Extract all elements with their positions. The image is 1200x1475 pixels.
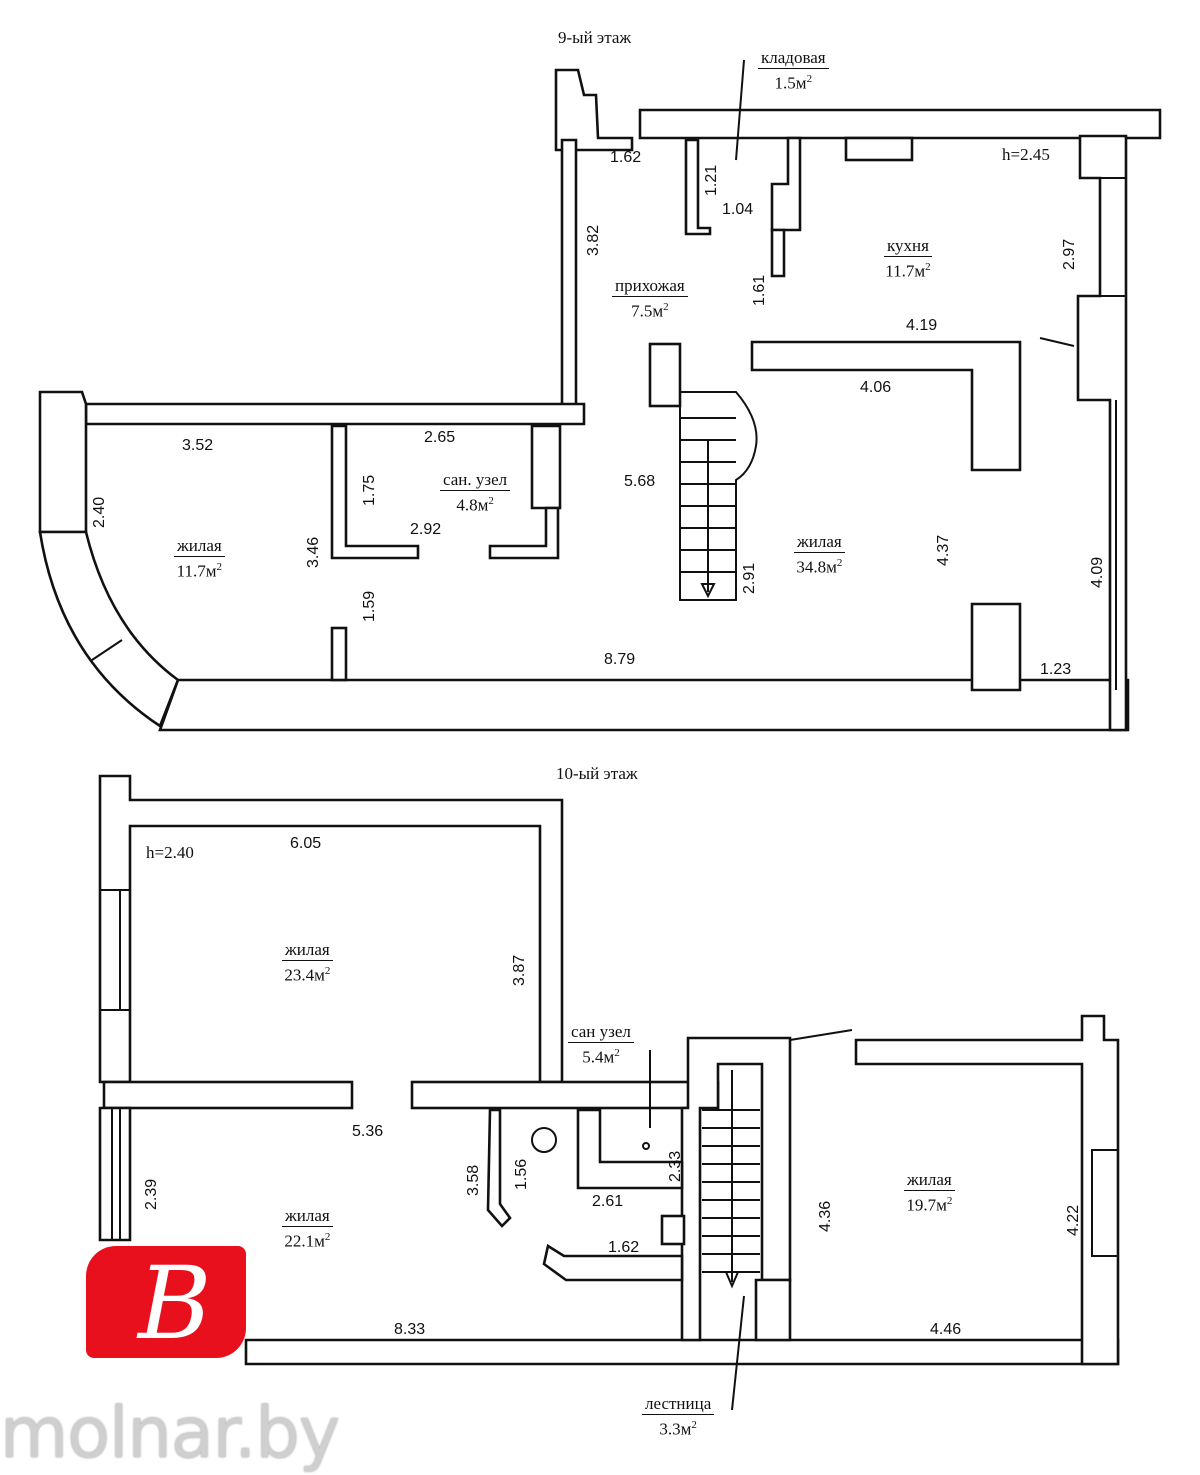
dim-10-5: 1.56 (513, 1158, 530, 1190)
dim-9-21: 1.23 (1040, 661, 1072, 678)
dim-10-3: 5.36 (352, 1123, 384, 1140)
dim-9-17: 2.91 (741, 562, 758, 594)
floor-9-title: 9-ый этаж (558, 28, 632, 47)
room-living-10-top: жилая 23.4м2 (282, 940, 333, 985)
room-living-10-right: жилая 19.7м2 (904, 1170, 955, 1215)
dim-9-12: 2.40 (91, 496, 108, 528)
dim-9-9: 3.52 (182, 437, 214, 454)
dim-10-11: 4.22 (1065, 1204, 1082, 1236)
dim-9-3: 1.04 (722, 201, 754, 218)
room-storage: кладовая 1.5м2 (758, 48, 829, 93)
room-hallway: прихожая 7.5м2 (612, 276, 688, 321)
dim-10-6: 2.33 (667, 1150, 684, 1182)
dim-9-8: 4.06 (860, 379, 892, 396)
dim-9-2: 1.21 (703, 164, 720, 196)
dim-10-9: 1.62 (608, 1239, 640, 1256)
brand-watermark: molnar.by (0, 1392, 340, 1474)
dim-9-6: 2.97 (1061, 238, 1078, 270)
dim-10-13: 4.46 (930, 1321, 962, 1338)
dim-10-10: 4.36 (817, 1200, 834, 1232)
brand-logo: B (86, 1246, 246, 1358)
dim-9-10: 2.65 (424, 429, 456, 446)
dim-10-4: 3.58 (465, 1164, 482, 1196)
dim-10-8: 2.39 (143, 1178, 160, 1210)
dim-9-5: 1.61 (751, 274, 768, 306)
room-bathroom-10: сан узел 5.4м2 (568, 1022, 634, 1067)
dim-10-1: 6.05 (290, 835, 322, 852)
room-bathroom-9: сан. узел 4.8м2 (440, 470, 511, 515)
floor-10-title: 10-ый этаж (556, 764, 638, 783)
room-staircase: лестница 3.3м2 (642, 1394, 715, 1439)
dim-9-19: 1.59 (361, 590, 378, 622)
room-living-9-main: жилая 34.8м2 (794, 532, 845, 577)
dim-9-18: 4.09 (1089, 556, 1106, 588)
dim-9-16: 4.37 (935, 534, 952, 566)
dim-9-13: 3.46 (305, 536, 322, 568)
room-living-9-left: жилая 11.7м2 (174, 536, 225, 581)
dim-9-1: 1.62 (610, 149, 642, 166)
dim-9-4: 3.82 (585, 224, 602, 256)
floor-9-walls (38, 59, 1162, 732)
dim-10-12: 8.33 (394, 1321, 426, 1338)
room-living-10-bottom: жилая 22.1м2 (282, 1206, 333, 1251)
floor-10-walls (98, 774, 1120, 1411)
dim-9-14: 2.92 (410, 521, 442, 538)
dim-10-7: 2.61 (592, 1193, 624, 1210)
dim-9-11: 1.75 (361, 474, 378, 506)
dim-9-7: 4.19 (906, 317, 938, 334)
floor-9-height: h=2.45 (1002, 145, 1050, 164)
dim-9-20: 8.79 (604, 651, 636, 668)
floor-10-height: h=2.40 (146, 843, 194, 862)
room-kitchen: кухня 11.7м2 (884, 236, 932, 281)
dim-10-2: 3.87 (511, 954, 528, 986)
dim-9-15: 5.68 (624, 473, 656, 490)
brand-logo-letter: B (138, 1245, 212, 1362)
